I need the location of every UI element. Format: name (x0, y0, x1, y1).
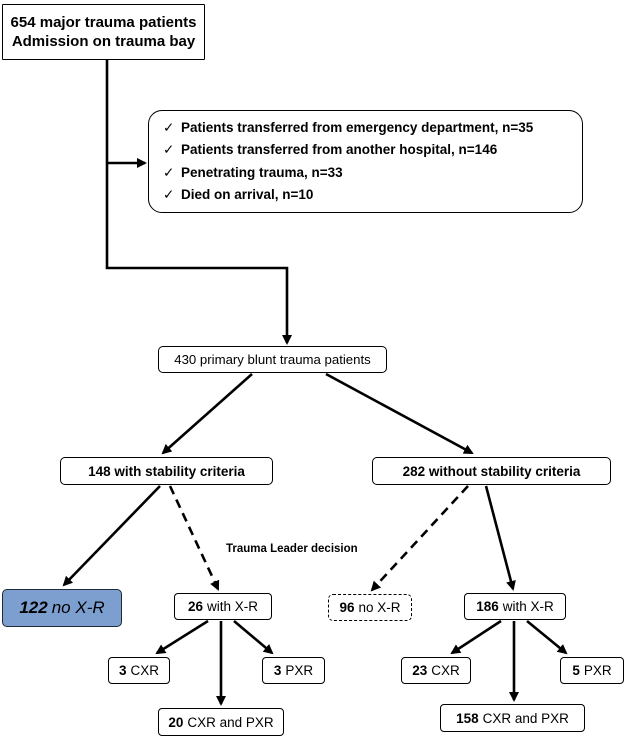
count: 96 (339, 600, 355, 615)
count: 26 (187, 599, 203, 614)
check-icon: ✓ (163, 164, 175, 180)
with-stability-box: 148 with stability criteria (60, 457, 273, 485)
label: with X-R (502, 599, 554, 614)
count: 20 (168, 714, 184, 730)
check-icon: ✓ (163, 187, 175, 202)
exclusion-item: ✓Patients transferred from emergency dep… (163, 117, 533, 140)
label: CXR (130, 663, 160, 678)
label: CXR (431, 663, 460, 678)
exclusion-item: ✓Patients transferred from another hospi… (163, 139, 497, 162)
label: no X-R (51, 598, 105, 617)
label: no X-R (358, 600, 401, 615)
admission-box: 654 major trauma patients Admission on t… (2, 4, 205, 60)
check-icon: ✓ (163, 119, 175, 135)
arrow-to-23-cxr (450, 619, 502, 655)
label: PXR (285, 663, 314, 678)
arrow-to-5-pxr (526, 619, 568, 655)
arrow-to-26-with-xr (168, 485, 220, 591)
left-with-xr-box: 26 with X-R (174, 593, 272, 620)
check-icon: ✓ (163, 142, 175, 157)
arrow-to-122-no-xr (62, 485, 161, 587)
count: 23 (412, 663, 428, 678)
arrow-to-96-no-xr (370, 485, 469, 592)
count: 186 (476, 599, 499, 614)
without-stability-box: 282 without stability criteria (372, 457, 611, 485)
count: 3 (118, 663, 127, 678)
arrow-to-3-pxr (233, 620, 274, 655)
count: 5 (572, 663, 580, 678)
arrow-to-186-with-xr (484, 485, 516, 591)
exclusion-item: ✓Penetrating trauma, n=33 (163, 162, 343, 185)
admission-line-2: Admission on trauma bay (11, 33, 196, 50)
exclusion-box: ✓Patients transferred from emergency dep… (148, 110, 583, 213)
count: 158 (456, 710, 479, 726)
arrow-to-3-cxr (155, 619, 209, 655)
label: PXR (583, 663, 612, 678)
count: 122 (19, 598, 48, 617)
admission-line-1: 654 major trauma patients (10, 14, 197, 31)
exclusion-item: ✓Died on arrival, n=10 (163, 184, 313, 207)
count: 3 (273, 663, 282, 678)
trauma-leader-decision-label: Trauma Leader decision (226, 543, 358, 555)
label: with X-R (207, 599, 259, 614)
label: CXR and PXR (482, 710, 569, 726)
primary-blunt-trauma-box: 430 primary blunt trauma patients (158, 346, 387, 373)
label: CXR and PXR (187, 714, 274, 730)
arrow-to-stability (161, 373, 253, 455)
arrow-to-no-stability (325, 372, 474, 455)
